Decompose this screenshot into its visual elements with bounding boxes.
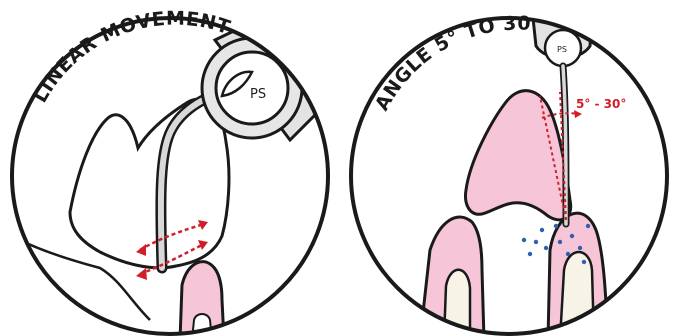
angle-arrow-head (574, 110, 582, 118)
angle-range-label: 5° - 30° (576, 97, 626, 111)
panel-linear-movement: PS LINEAR MOVEMENT (12, 0, 340, 336)
tip-brand-label: PS (250, 87, 266, 102)
tip-brand-label: PS (557, 45, 567, 54)
tooth-crown (465, 91, 570, 220)
